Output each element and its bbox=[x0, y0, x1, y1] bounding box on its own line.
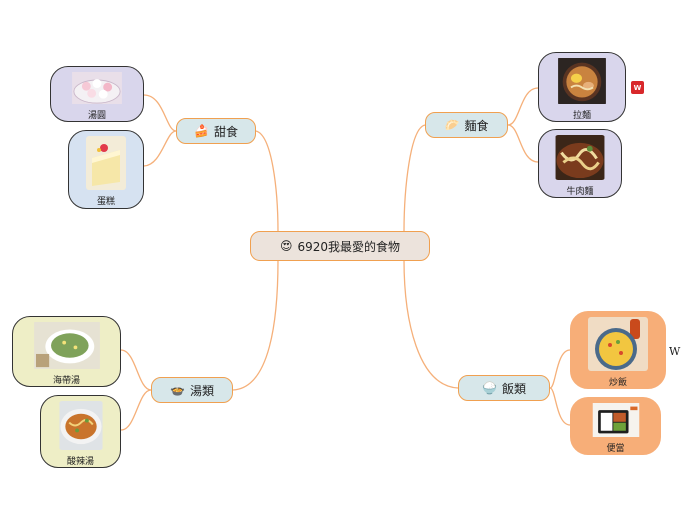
central-topic[interactable]: 😍 6920我最愛的食物 bbox=[250, 231, 430, 261]
branch-soup[interactable]: 🍲 湯類 bbox=[151, 377, 233, 403]
w-badge-icon: W bbox=[631, 81, 644, 94]
seaweed-soup-photo bbox=[33, 322, 100, 369]
leaf-fried-rice-label: 炒飯 bbox=[608, 378, 627, 388]
beef-noodle-photo bbox=[555, 135, 605, 180]
branch-dessert[interactable]: 🍰 甜食 bbox=[176, 118, 256, 144]
leaf-ramen-label: 拉麵 bbox=[572, 111, 591, 121]
central-topic-label: 6920我最愛的食物 bbox=[297, 239, 401, 254]
branch-soup-label: 湯類 bbox=[189, 383, 214, 398]
heart-eyes-icon: 😍 bbox=[279, 239, 293, 253]
cake-slice-icon: 🍰 bbox=[194, 124, 209, 138]
branch-noodles[interactable]: 🥟 麵食 bbox=[425, 112, 508, 138]
leaf-cake[interactable]: 蛋糕 bbox=[68, 130, 144, 209]
leaf-seaweed-soup-label: 海帶湯 bbox=[52, 376, 80, 386]
leaf-seaweed-soup[interactable]: 海帶湯 bbox=[12, 316, 121, 387]
branch-noodles-label: 麵食 bbox=[464, 118, 489, 133]
hot-sour-soup-photo bbox=[58, 401, 103, 450]
noodle-bowl-icon: 🥟 bbox=[444, 118, 460, 132]
leaf-hot-sour-soup[interactable]: 酸辣湯 bbox=[40, 395, 121, 468]
fried-rice-photo bbox=[588, 317, 648, 371]
branch-rice[interactable]: 🍚 飯類 bbox=[458, 375, 550, 401]
cake-photo bbox=[86, 136, 126, 190]
leaf-bento[interactable]: 便當 bbox=[570, 397, 661, 455]
watermark-w: W bbox=[669, 345, 681, 358]
branch-rice-label: 飯類 bbox=[501, 381, 526, 396]
leaf-fried-rice[interactable]: 炒飯 bbox=[570, 311, 666, 389]
leaf-beef-noodles-label: 牛肉麵 bbox=[566, 187, 594, 197]
leaf-hot-sour-soup-label: 酸辣湯 bbox=[66, 457, 94, 467]
leaf-beef-noodles[interactable]: 牛肉麵 bbox=[538, 129, 622, 198]
bento-photo bbox=[592, 403, 639, 437]
leaf-bento-label: 便當 bbox=[606, 444, 625, 454]
rice-bowl-icon: 🍚 bbox=[482, 381, 497, 395]
branch-dessert-label: 甜食 bbox=[213, 124, 238, 139]
leaf-ramen[interactable]: 拉麵 bbox=[538, 52, 626, 122]
soup-pot-icon: 🍲 bbox=[170, 383, 185, 397]
tangyuan-photo bbox=[72, 72, 122, 104]
leaf-tangyuan[interactable]: 湯圓 bbox=[50, 66, 144, 122]
leaf-tangyuan-label: 湯圓 bbox=[87, 111, 106, 121]
ramen-photo bbox=[558, 58, 606, 104]
leaf-cake-label: 蛋糕 bbox=[96, 197, 115, 207]
